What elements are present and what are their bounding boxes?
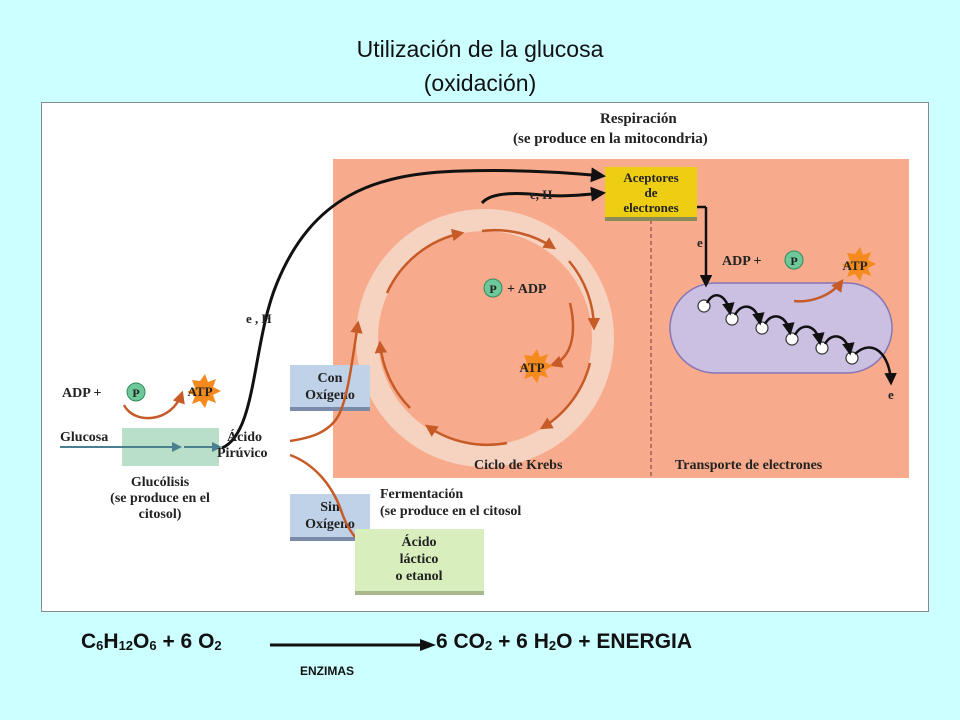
transport-e-in: e: [697, 235, 703, 250]
phosphate-icon: [784, 250, 804, 270]
diagram-panel: Respiración (se produce en la mitocondri…: [41, 102, 929, 612]
eq-hydrogen-sub: 12: [118, 638, 134, 653]
eq-carbon-sub: 6: [96, 638, 104, 653]
acceptors-label-2: de: [645, 185, 658, 200]
krebs-p-label: P: [489, 282, 496, 296]
without-oxygen-label-2: Oxígeno: [305, 517, 355, 532]
with-oxygen-label-1: Con: [318, 371, 343, 386]
glycolysis-p-label: P: [132, 386, 139, 400]
krebs-ring: [356, 209, 614, 467]
phosphate-icon: [483, 278, 503, 298]
eq-hydrogen: H: [103, 630, 119, 653]
products-label-1: Ácido: [402, 533, 437, 550]
oxidation-diagram: Respiración (se produce en la mitocondri…: [60, 111, 909, 595]
glycolysis-label-1: Glucólisis: [131, 475, 190, 490]
fermentation-subtitle: (se produce en el citosol: [380, 504, 521, 519]
equation-products: 6 CO2 + 6 H2O + ENERGIA: [436, 630, 692, 654]
acceptors-box: [605, 167, 697, 219]
transport-atp-label: ATP: [842, 258, 867, 273]
eq-h2o: + 6 H: [492, 630, 549, 653]
enzymes-label: ENZIMAS: [300, 664, 354, 678]
pyruvic-label-1: Ácido: [227, 428, 262, 445]
eq-oxygen: O: [133, 630, 150, 653]
eq-co2-sub: 2: [485, 638, 493, 653]
acceptors-label-3: electrones: [623, 200, 678, 215]
products-label-2: láctico: [400, 552, 439, 567]
with-oxygen-box: [290, 365, 370, 407]
electron-pair-top: e, H: [530, 187, 552, 202]
eq-co2: 6 CO: [436, 630, 486, 653]
respiration-title: Respiración: [600, 111, 677, 127]
pyruvic-label-2: Pirúvico: [217, 446, 268, 461]
without-oxygen-label-1: Sin: [320, 500, 340, 515]
atp-star-icon: [519, 349, 553, 383]
equation-reactants: C6H12O6 + 6 O2: [81, 630, 222, 654]
acceptors-label-1: Aceptores: [623, 170, 678, 185]
membrane-shape: [669, 282, 893, 374]
products-box: [355, 529, 484, 591]
glycolysis-label-2: (se produce en el: [110, 491, 210, 506]
atp-star-icon: [187, 374, 221, 408]
reaction-arrow: [270, 639, 436, 651]
with-oxygen-label-2: Oxígeno: [305, 388, 355, 403]
glycolysis-atp-label: ATP: [187, 384, 212, 399]
krebs-cycle-label: Ciclo de Krebs: [474, 458, 563, 473]
krebs-atp-label: ATP: [519, 360, 544, 375]
transport-e-out: e: [888, 387, 894, 402]
eq-oxygen-sub: 6: [149, 638, 157, 653]
transport-adp-label: ADP +: [722, 254, 762, 269]
page-subtitle: (oxidación): [423, 70, 537, 96]
phosphate-icon: [126, 382, 146, 402]
eq-carbon: C: [81, 630, 97, 653]
products-label-3: o etanol: [395, 569, 442, 584]
glycolysis-adp-label: ADP +: [62, 386, 102, 401]
transport-label: Transporte de electrones: [675, 458, 823, 473]
eq-energy: O + ENERGIA: [556, 630, 693, 653]
eq-h2o-sub: 2: [548, 638, 557, 653]
glycolysis-label-3: citosol): [139, 507, 182, 522]
page-title: Utilización de la glucosa: [356, 36, 604, 62]
krebs-electron-arrow: [480, 186, 606, 205]
transport-p-label: P: [790, 254, 797, 268]
krebs-adp-label: + ADP: [507, 282, 547, 297]
fermentation-title: Fermentación: [380, 487, 463, 502]
glucose-label: Glucosa: [60, 430, 108, 445]
eq-o2-sub: 2: [214, 638, 222, 653]
electron-flow-arrow: [221, 167, 606, 450]
eq-plus-o2: + 6 O: [156, 630, 215, 653]
electron-pair-mid: e , H: [246, 311, 272, 326]
atp-star-icon: [842, 247, 876, 281]
respiration-subtitle: (se produce en la mitocondria): [513, 131, 708, 147]
